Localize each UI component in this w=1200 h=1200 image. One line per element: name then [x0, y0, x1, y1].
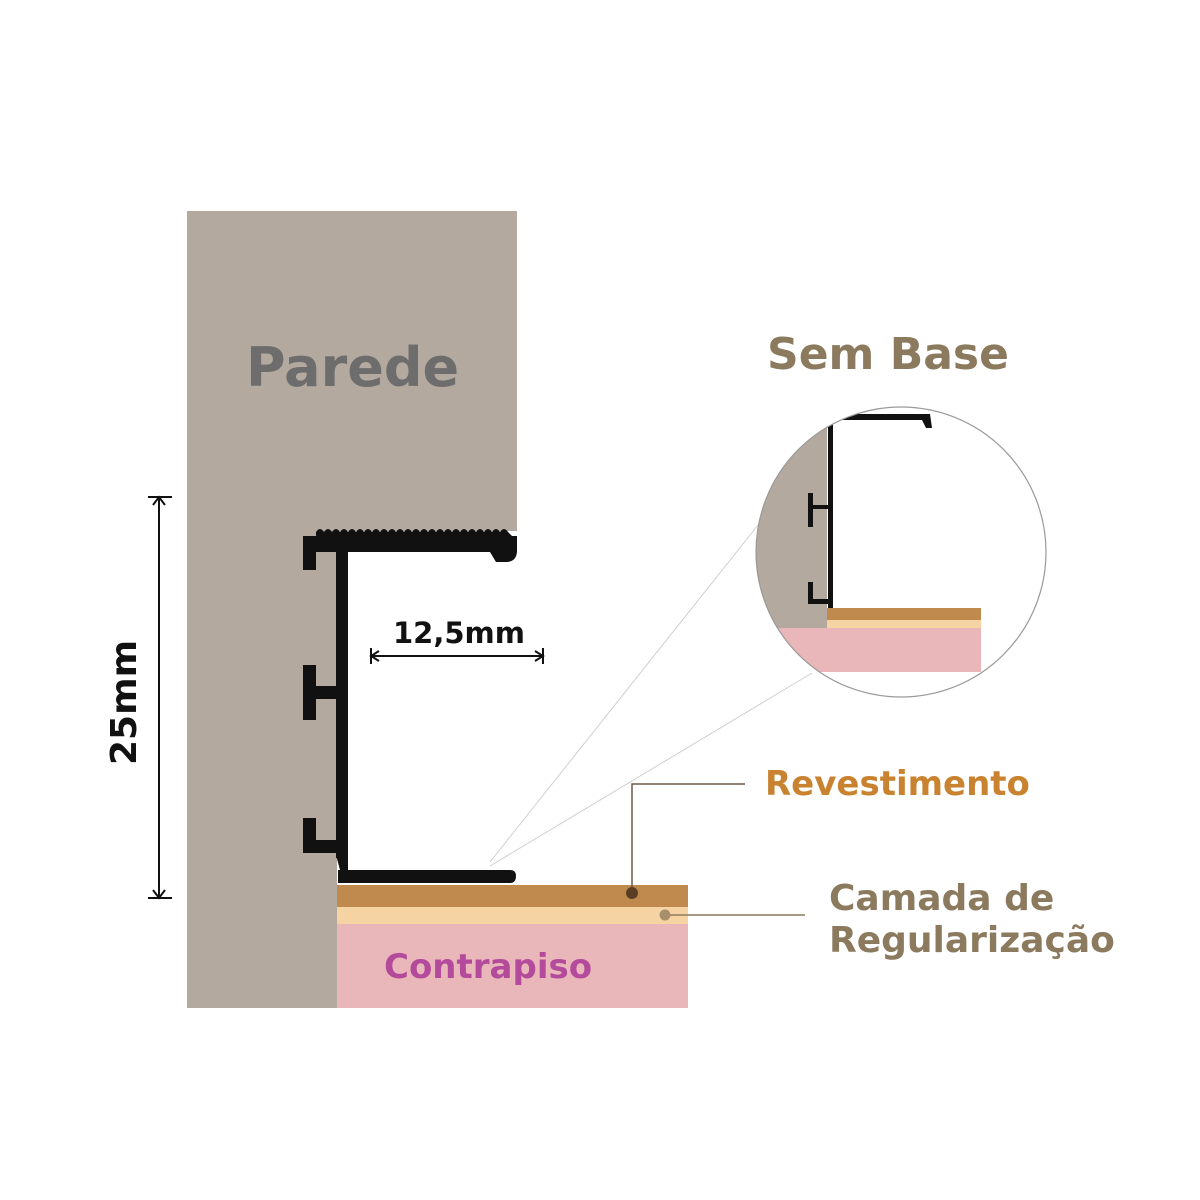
- width-dimension: [369, 648, 545, 664]
- zoom-line-1: [489, 519, 763, 863]
- subfloor-label: Contrapiso: [384, 947, 592, 987]
- serrated-edge: [316, 529, 512, 536]
- wall-lower: [187, 530, 337, 1008]
- leveling-label-1: Camada de: [829, 878, 1054, 919]
- covering-layer: [337, 885, 688, 907]
- profile-shape: [303, 536, 517, 883]
- wall-label: Parede: [246, 336, 459, 399]
- title-label: Sem Base: [767, 329, 1009, 380]
- leveling-layer: [337, 907, 688, 924]
- height-dim-label: 25mm: [104, 640, 145, 765]
- covering-label: Revestimento: [765, 764, 1030, 804]
- zoom-line-2: [489, 672, 813, 867]
- detail-magnifier: [756, 407, 1046, 697]
- wall-block: [187, 211, 517, 531]
- height-dimension: [148, 495, 172, 900]
- leveling-label-2: Regularização: [829, 920, 1115, 961]
- width-dim-label: 12,5mm: [393, 616, 525, 650]
- subfloor-layer: [337, 924, 688, 1008]
- covering-leader: [626, 783, 745, 899]
- leveling-leader: [659, 909, 805, 921]
